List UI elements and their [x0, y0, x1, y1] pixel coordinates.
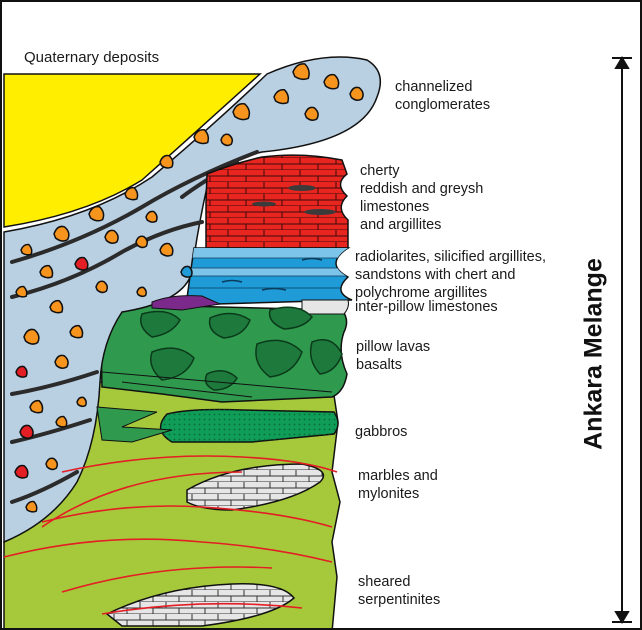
- clast: [55, 355, 68, 368]
- clast: [89, 207, 104, 221]
- clast: [21, 245, 32, 255]
- clast: [20, 425, 33, 438]
- quaternary-label: Quaternary deposits: [24, 49, 159, 67]
- marbles-label: marbles and mylonites: [358, 467, 438, 503]
- clast: [16, 366, 27, 377]
- gabbros-label: gabbros: [355, 423, 407, 441]
- serpentinites-label: sheared serpentinites: [358, 573, 440, 609]
- clast: [136, 236, 147, 247]
- clast: [75, 258, 88, 270]
- clast: [160, 156, 173, 168]
- inter-pillow-label: inter-pillow limestones: [355, 298, 498, 316]
- melange-range-bar: [612, 58, 632, 622]
- clast: [324, 75, 339, 89]
- limestone-layer: [206, 155, 348, 248]
- clast: [96, 281, 107, 292]
- limestones-label: cherty reddish and greysh limestones and…: [360, 162, 483, 234]
- clast: [305, 107, 318, 120]
- radiolarites-label: radiolarites, silicified argillites, san…: [355, 248, 546, 302]
- clast: [181, 266, 192, 277]
- pillow-lavas-label: pillow lavas basalts: [356, 338, 430, 374]
- clast: [350, 87, 363, 100]
- clast: [56, 417, 67, 427]
- clast: [221, 134, 232, 145]
- clast: [105, 230, 118, 243]
- clast: [146, 211, 157, 222]
- clast: [26, 502, 37, 512]
- clast: [24, 329, 39, 344]
- conglomerates-label: channelized conglomerates: [395, 78, 490, 114]
- clast: [54, 226, 69, 241]
- clast: [16, 287, 27, 297]
- clast: [137, 287, 146, 296]
- clast: [15, 466, 28, 478]
- inter-pillow-limestone: [302, 300, 349, 314]
- ankara-melange-label: Ankara Melange: [580, 252, 609, 456]
- clast: [77, 397, 86, 406]
- clast: [46, 458, 57, 469]
- clast: [160, 244, 173, 256]
